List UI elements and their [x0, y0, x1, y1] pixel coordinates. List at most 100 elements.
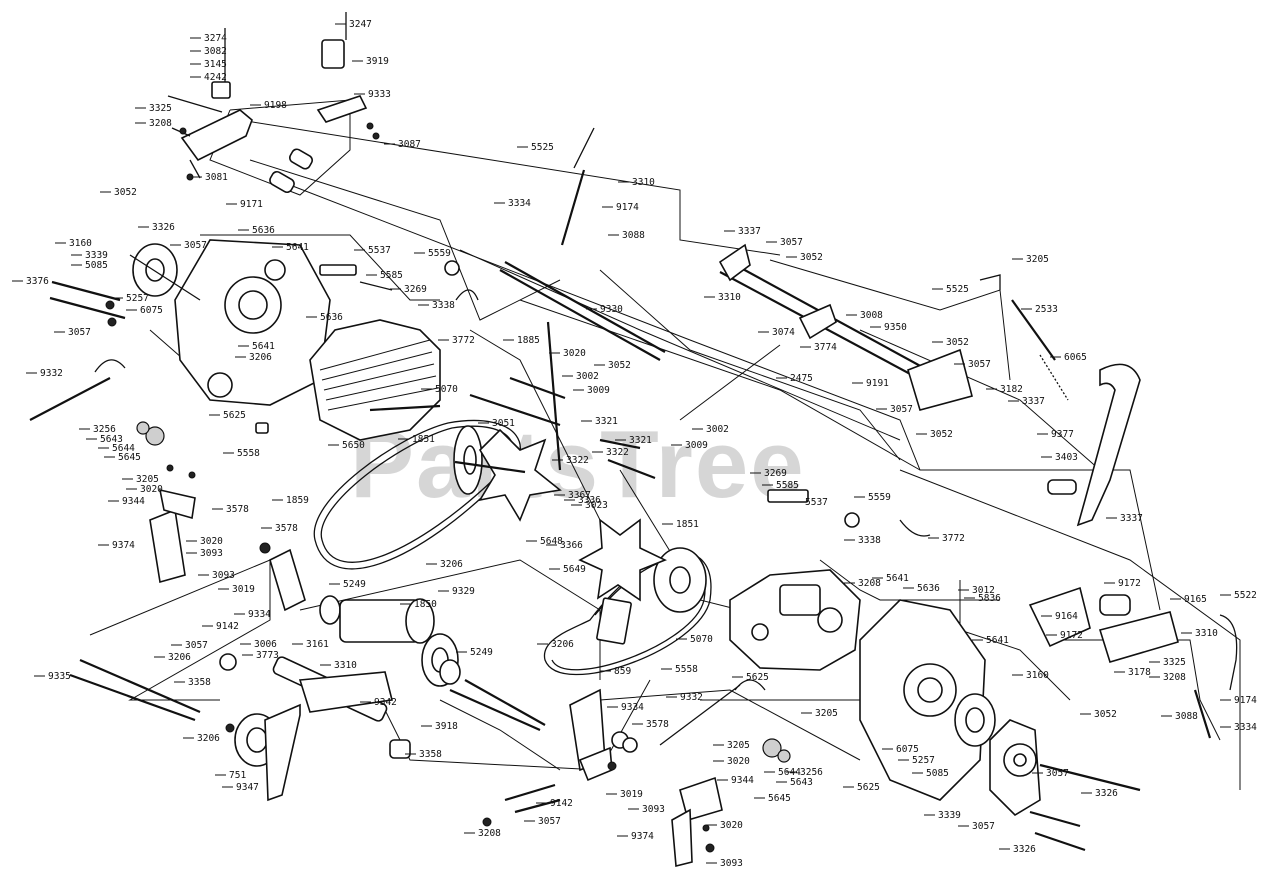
part-label: 3358: [419, 749, 442, 760]
part-label: 3052: [608, 360, 631, 371]
part-label: 1851: [412, 434, 435, 445]
part-label: 3093: [200, 548, 223, 559]
part-label: 3247: [349, 19, 372, 30]
part-label: 9374: [112, 540, 135, 551]
part-label: 3772: [452, 335, 475, 346]
part-label: 3208: [1163, 672, 1186, 683]
part-label: 5257: [126, 293, 149, 304]
part-label: 3310: [1195, 628, 1218, 639]
part-label: 3023: [585, 500, 608, 511]
part-label: 5644: [778, 767, 801, 778]
part-label: 3178: [1128, 667, 1151, 678]
part-label: 3052: [114, 187, 137, 198]
part-label: 9174: [1234, 695, 1257, 706]
part-label: 3334: [1234, 722, 1257, 733]
part-label: 9142: [216, 621, 239, 632]
part-label: 3269: [404, 284, 427, 295]
part-label: 6065: [1064, 352, 1087, 363]
part-label: 3057: [972, 821, 995, 832]
part-label: 3057: [890, 404, 913, 415]
part-label: 3009: [685, 440, 708, 451]
part-label: 3338: [432, 300, 455, 311]
part-label: 9330: [600, 304, 623, 315]
part-label: 5641: [986, 635, 1009, 646]
left-transmission: [29, 239, 331, 446]
part-label: 3310: [718, 292, 741, 303]
switch-4242: [211, 81, 231, 99]
part-label: 5070: [690, 634, 713, 645]
part-label: 5836: [978, 593, 1001, 604]
part-label: 9164: [1055, 611, 1078, 622]
part-label: 3206: [440, 559, 463, 570]
part-label: 3081: [205, 172, 228, 183]
part-label: 5625: [223, 410, 246, 421]
part-label: 3057: [780, 237, 803, 248]
part-label: 9142: [550, 798, 573, 809]
part-label: 9174: [616, 202, 639, 213]
part-label: 9172: [1060, 630, 1083, 641]
part-label: 3403: [1055, 452, 1078, 463]
part-label: 5525: [946, 284, 969, 295]
part-label: 3020: [720, 820, 743, 831]
part-label: 9334: [248, 609, 271, 620]
part-label: 5649: [563, 564, 586, 575]
part-label: 3578: [275, 523, 298, 534]
part-label: 5585: [776, 480, 799, 491]
part-label: 3321: [629, 435, 652, 446]
part-label: 3310: [334, 660, 357, 671]
part-label: 9332: [680, 692, 703, 703]
part-label: 3321: [595, 416, 618, 427]
part-label: 5643: [100, 434, 123, 445]
part-label: 3325: [149, 103, 172, 114]
part-label: 5558: [237, 448, 260, 459]
part-label: 5641: [886, 573, 909, 584]
part-label: 3376: [26, 276, 49, 287]
knob-3919: [321, 39, 345, 69]
part-label: 5085: [926, 768, 949, 779]
part-label: 3020: [727, 756, 750, 767]
part-label: 3205: [136, 474, 159, 485]
part-label: 3074: [772, 327, 795, 338]
part-label: 3205: [1026, 254, 1049, 265]
part-label: 3020: [140, 484, 163, 495]
part-label: 3009: [587, 385, 610, 396]
part-label: 3160: [69, 238, 92, 249]
part-label: 5636: [252, 225, 275, 236]
part-label: 3052: [1094, 709, 1117, 720]
part-label: 3208: [858, 578, 881, 589]
part-label: 3334: [508, 198, 531, 209]
part-label: 5636: [917, 583, 940, 594]
part-label: 3206: [249, 352, 272, 363]
part-label: 751: [229, 770, 246, 781]
part-label: 5249: [470, 647, 493, 658]
part-label: 3087: [398, 139, 421, 150]
part-label: 5585: [380, 270, 403, 281]
part-label: 9191: [866, 378, 889, 389]
part-label: 3326: [1013, 844, 1036, 855]
part-label: 3322: [566, 455, 589, 466]
part-label: 3161: [306, 639, 329, 650]
part-label: 5537: [805, 497, 828, 508]
part-label: 9342: [374, 697, 397, 708]
part-label: 3057: [1046, 768, 1069, 779]
part-label: 3367: [568, 490, 591, 501]
part-label: 3088: [622, 230, 645, 241]
part-label: 5648: [540, 536, 563, 547]
center-rods: [449, 127, 781, 746]
part-label: 9374: [631, 831, 654, 842]
part-label: 5641: [252, 341, 275, 352]
part-label: 3206: [168, 652, 191, 663]
part-label: 5645: [118, 452, 141, 463]
part-label: 3019: [232, 584, 255, 595]
part-label: 5559: [428, 248, 451, 259]
right-linkage: [718, 243, 1238, 852]
hydro-pump-left: [309, 260, 479, 441]
part-label: 3019: [620, 789, 643, 800]
part-label: 3206: [551, 639, 574, 650]
part-label: 9329: [452, 586, 475, 597]
part-label: 9332: [40, 368, 63, 379]
part-label: 3269: [764, 468, 787, 479]
part-label: 5650: [342, 440, 365, 451]
part-label: 2475: [790, 373, 813, 384]
